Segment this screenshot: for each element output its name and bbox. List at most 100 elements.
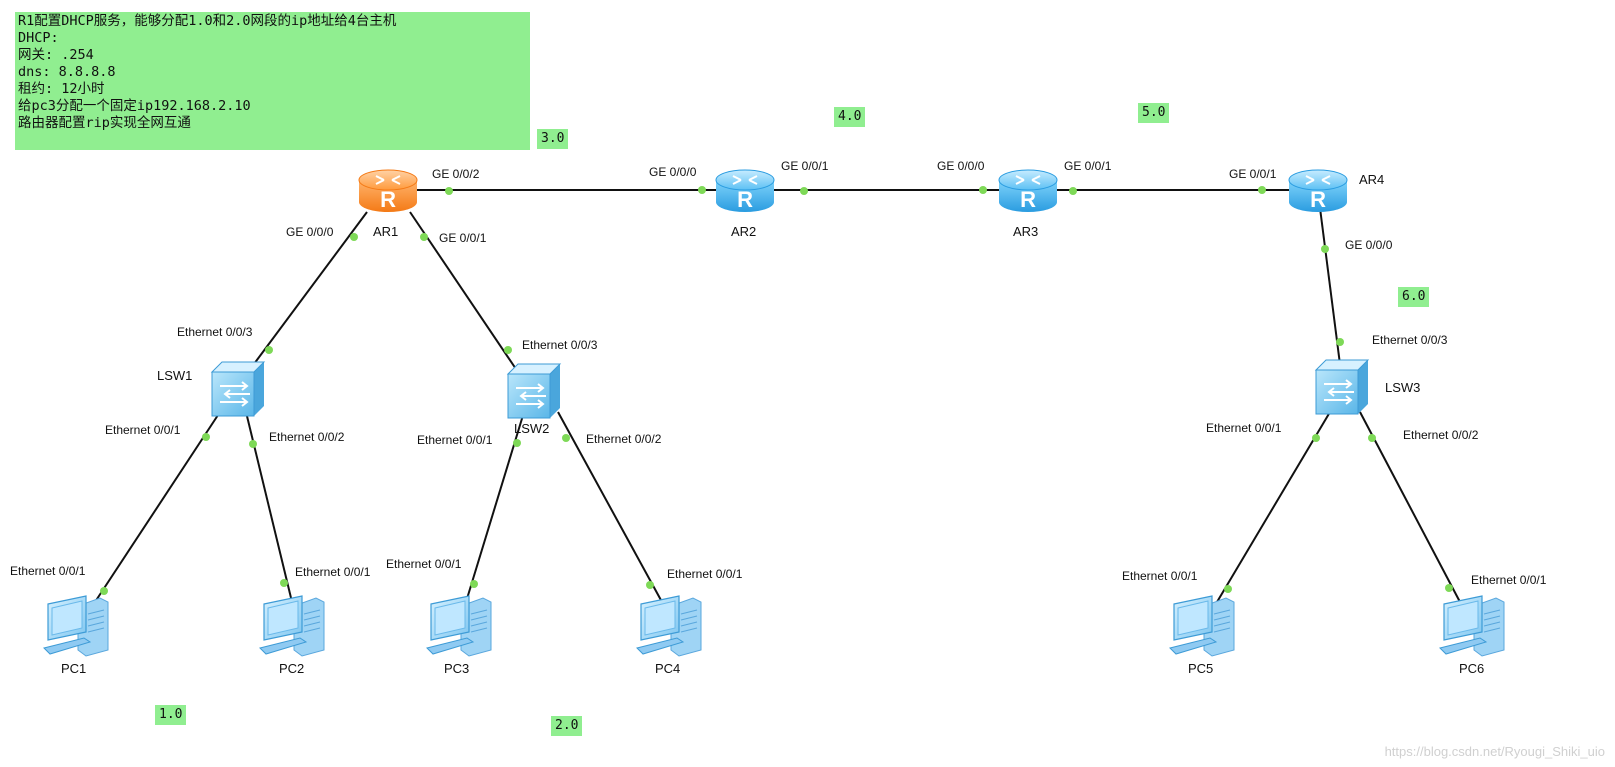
switch-lsw3-icon[interactable]	[1315, 359, 1369, 415]
pc2-icon[interactable]	[259, 595, 325, 657]
note-line: dns: 8.8.8.8	[18, 64, 116, 80]
port-dot	[646, 581, 654, 589]
port-dot	[1368, 434, 1376, 442]
port-dot	[562, 434, 570, 442]
pc5-icon[interactable]	[1169, 595, 1235, 657]
label-lsw2: LSW2	[514, 421, 549, 436]
switch-lsw2-icon[interactable]	[507, 363, 561, 419]
label-pc1: PC1	[61, 661, 86, 676]
watermark: https://blog.csdn.net/Ryougi_Shiki_uio	[1384, 744, 1605, 759]
port-label-lsw1-eth001: Ethernet 0/0/1	[105, 423, 181, 437]
label-pc5: PC5	[1188, 661, 1213, 676]
router-ar1-icon[interactable]: R	[358, 169, 418, 213]
segment-tag: 2.0	[551, 716, 583, 736]
note-line: 租约: 12小时	[18, 81, 105, 97]
label-ar3: AR3	[1013, 224, 1038, 239]
port-label-ar2-ge001: GE 0/0/1	[781, 159, 829, 173]
router-glyph: R	[380, 187, 396, 212]
port-dot	[1258, 186, 1266, 194]
note-line: R1配置DHCP服务，能够分配1.0和2.0网段的ip地址给4台主机	[18, 13, 397, 29]
label-pc2: PC2	[279, 661, 304, 676]
note-line: 路由器配置rip实现全网互通	[18, 115, 191, 131]
link-ar1-lsw2	[409, 211, 519, 373]
port-label-pc6-eth001: Ethernet 0/0/1	[1471, 573, 1547, 587]
port-label-lsw1-eth002: Ethernet 0/0/2	[269, 430, 345, 444]
port-dot	[280, 579, 288, 587]
label-lsw3: LSW3	[1385, 380, 1420, 395]
port-dot	[265, 346, 273, 354]
port-dot	[800, 187, 808, 195]
port-dot	[100, 587, 108, 595]
port-label-ar3-ge000: GE 0/0/0	[937, 159, 985, 173]
label-pc4: PC4	[655, 661, 680, 676]
switch-lsw1-icon[interactable]	[211, 361, 265, 417]
port-dot	[445, 187, 453, 195]
port-label-lsw2-eth002: Ethernet 0/0/2	[586, 432, 662, 446]
port-label-lsw1-eth003: Ethernet 0/0/3	[177, 325, 253, 339]
label-pc3: PC3	[444, 661, 469, 676]
port-label-ar4-ge000: GE 0/0/0	[1345, 238, 1393, 252]
port-label-lsw3-eth001: Ethernet 0/0/1	[1206, 421, 1282, 435]
segment-tag: 3.0	[537, 129, 569, 149]
port-label-ar1-ge000: GE 0/0/0	[286, 225, 334, 239]
link-ar4-lsw3	[1319, 207, 1343, 381]
port-dot	[1224, 585, 1232, 593]
port-dot	[1069, 187, 1077, 195]
port-label-pc3-eth001: Ethernet 0/0/1	[386, 557, 462, 571]
port-label-pc5-eth001: Ethernet 0/0/1	[1122, 569, 1198, 583]
port-label-lsw2-eth003: Ethernet 0/0/3	[522, 338, 598, 352]
note-line: 网关: .254	[18, 47, 94, 63]
port-label-ar1-ge001: GE 0/0/1	[439, 231, 487, 245]
port-dot	[249, 440, 257, 448]
note-line: DHCP:	[18, 30, 59, 46]
pc1-icon[interactable]	[43, 595, 109, 657]
port-dot	[420, 233, 428, 241]
router-ar3-icon[interactable]: R	[998, 169, 1058, 213]
link-lsw3-pc6	[1359, 411, 1461, 603]
segment-tag: 1.0	[155, 705, 187, 725]
port-dot	[504, 346, 512, 354]
port-dot	[470, 580, 478, 588]
port-label-pc4-eth001: Ethernet 0/0/1	[667, 567, 743, 581]
port-label-ar2-ge000: GE 0/0/0	[649, 165, 697, 179]
label-ar4: AR4	[1359, 172, 1384, 187]
port-label-pc1-eth001: Ethernet 0/0/1	[10, 564, 86, 578]
segment-tag: 5.0	[1138, 103, 1170, 123]
port-label-lsw3-eth003: Ethernet 0/0/3	[1372, 333, 1448, 347]
link-lsw3-pc5	[1216, 411, 1331, 603]
segment-tag: 4.0	[834, 107, 866, 127]
router-ar4-icon[interactable]: R	[1288, 169, 1348, 213]
port-dot	[513, 439, 521, 447]
link-lsw2-pc4	[557, 411, 663, 603]
label-pc6: PC6	[1459, 661, 1484, 676]
router-ar2-icon[interactable]: R	[715, 169, 775, 213]
port-dot	[1312, 434, 1320, 442]
note-line: 给pc3分配一个固定ip192.168.2.10	[18, 98, 251, 114]
port-dot	[1336, 338, 1344, 346]
requirements-note: R1配置DHCP服务，能够分配1.0和2.0网段的ip地址给4台主机 DHCP:…	[15, 12, 530, 150]
port-label-ar4-ge001: GE 0/0/1	[1229, 167, 1277, 181]
pc3-icon[interactable]	[426, 595, 492, 657]
router-glyph: R	[1020, 187, 1036, 212]
port-label-ar1-ge002: GE 0/0/2	[432, 167, 480, 181]
port-dot	[1445, 584, 1453, 592]
label-lsw1: LSW1	[157, 368, 192, 383]
port-label-pc2-eth001: Ethernet 0/0/1	[295, 565, 371, 579]
port-label-lsw3-eth002: Ethernet 0/0/2	[1403, 428, 1479, 442]
router-glyph: R	[737, 187, 753, 212]
pc4-icon[interactable]	[636, 595, 702, 657]
port-dot	[1321, 245, 1329, 253]
port-dot	[350, 233, 358, 241]
port-label-ar3-ge001: GE 0/0/1	[1064, 159, 1112, 173]
port-dot	[202, 433, 210, 441]
pc6-icon[interactable]	[1439, 595, 1505, 657]
port-label-lsw2-eth001: Ethernet 0/0/1	[417, 433, 493, 447]
port-dot	[979, 186, 987, 194]
link-lsw1-pc1	[94, 411, 221, 603]
port-dot	[698, 186, 706, 194]
label-ar1: AR1	[373, 224, 398, 239]
segment-tag: 6.0	[1398, 287, 1430, 307]
router-glyph: R	[1310, 187, 1326, 212]
label-ar2: AR2	[731, 224, 756, 239]
link-ar1-lsw1	[247, 211, 368, 373]
